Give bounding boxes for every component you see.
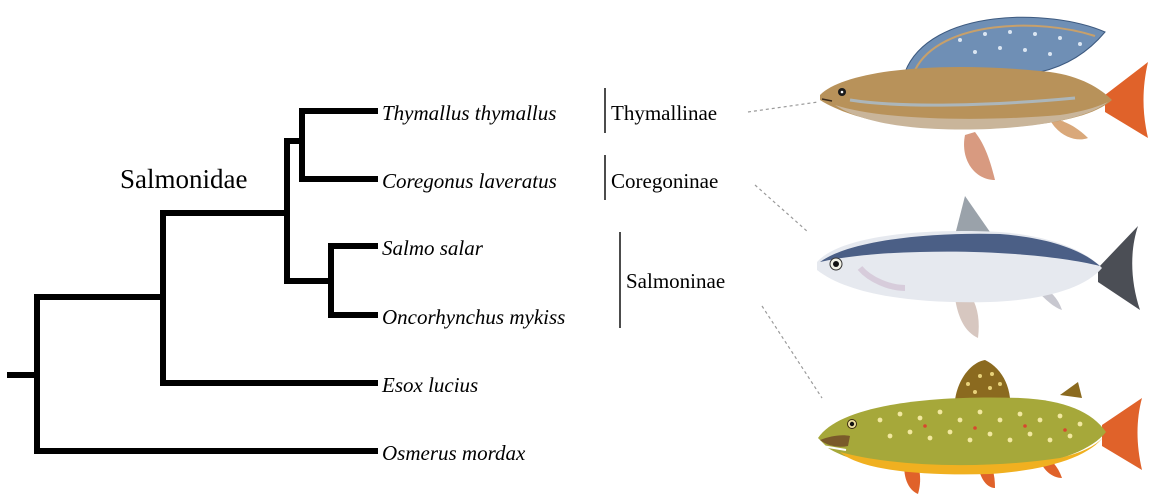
subfamily-thymallinae: Thymallinae bbox=[611, 101, 717, 125]
family-label: Salmonidae bbox=[120, 164, 247, 194]
subfamily-coregoninae: Coregoninae bbox=[611, 169, 718, 193]
taxon-coregonus: Coregonus laveratus bbox=[382, 169, 557, 193]
leader-salmoninae bbox=[762, 306, 822, 398]
whitefish-icon bbox=[817, 196, 1140, 338]
subfamily-salmoninae: Salmoninae bbox=[626, 269, 725, 293]
taxon-thymallus: Thymallus thymallus bbox=[382, 101, 556, 125]
leader-coregoninae bbox=[755, 185, 808, 232]
trout-icon bbox=[818, 360, 1142, 494]
taxon-salmo: Salmo salar bbox=[382, 236, 484, 260]
taxon-osmerus: Osmerus mordax bbox=[382, 441, 526, 465]
leader-thymallinae bbox=[748, 102, 818, 112]
taxon-oncorhynchus: Oncorhynchus mykiss bbox=[382, 305, 565, 329]
phylogenetic-tree bbox=[10, 111, 375, 451]
taxon-esox: Esox lucius bbox=[381, 373, 478, 397]
grayling-icon bbox=[820, 17, 1148, 180]
